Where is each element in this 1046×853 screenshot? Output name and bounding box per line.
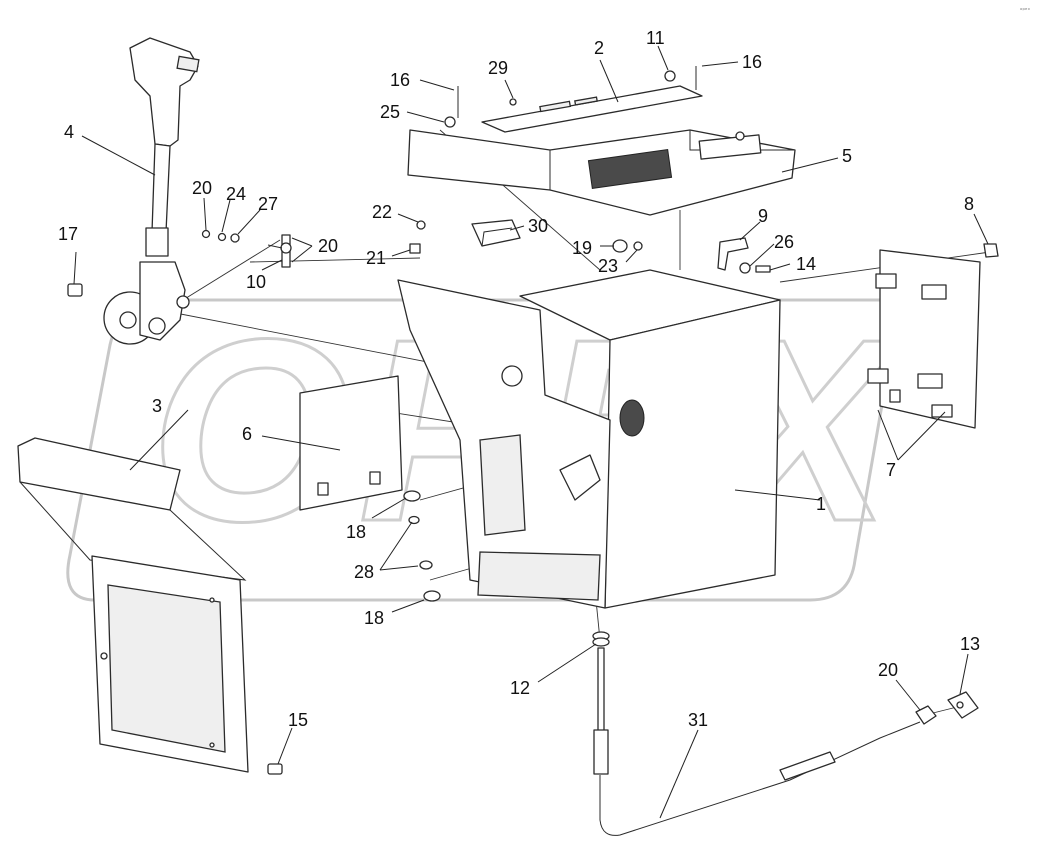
callout-15: 15 bbox=[288, 710, 308, 730]
callout-24: 24 bbox=[226, 184, 246, 204]
callout-20-cable: 20 bbox=[878, 660, 898, 680]
callout-14: 14 bbox=[796, 254, 816, 274]
cable-grommet bbox=[592, 631, 610, 647]
callout-13: 13 bbox=[960, 634, 980, 654]
washers-18-28 bbox=[403, 490, 441, 602]
upper-console-housing bbox=[407, 66, 796, 254]
callout-25: 25 bbox=[380, 102, 400, 122]
callout-23: 23 bbox=[598, 256, 618, 276]
leader-lines bbox=[73, 45, 989, 819]
callout-10: 10 bbox=[246, 272, 266, 292]
callout-16-right: 16 bbox=[742, 52, 762, 72]
lever-assembly bbox=[103, 37, 200, 345]
callout-6: 6 bbox=[242, 424, 252, 444]
side-panel bbox=[299, 375, 403, 511]
callout-22: 22 bbox=[372, 202, 392, 222]
screw-15 bbox=[267, 763, 283, 775]
callout-9: 9 bbox=[758, 206, 768, 226]
callout-1: 1 bbox=[816, 494, 826, 514]
screw-8 bbox=[983, 243, 999, 258]
pad-block bbox=[471, 219, 521, 247]
callout-18-lower: 18 bbox=[364, 608, 384, 628]
callout-4: 4 bbox=[64, 122, 74, 142]
callout-12: 12 bbox=[510, 678, 530, 698]
callout-28: 28 bbox=[354, 562, 374, 582]
callout-31: 31 bbox=[688, 710, 708, 730]
bracket-hardware bbox=[612, 237, 771, 274]
cable-end-fittings bbox=[915, 691, 979, 725]
top-cover-plate bbox=[481, 85, 703, 133]
callout-19: 19 bbox=[572, 238, 592, 258]
callout-27: 27 bbox=[258, 194, 278, 214]
callout-29: 29 bbox=[488, 58, 508, 78]
callout-20-pin: 20 bbox=[318, 236, 338, 256]
callout-16-left: 16 bbox=[390, 70, 410, 90]
front-cover bbox=[17, 437, 249, 773]
callout-30: 30 bbox=[528, 216, 548, 236]
lever-hardware bbox=[67, 229, 292, 297]
callout-17: 17 bbox=[58, 224, 78, 244]
callout-3: 3 bbox=[152, 396, 162, 416]
callout-5: 5 bbox=[842, 146, 852, 166]
callout-8: 8 bbox=[964, 194, 974, 214]
main-console-body bbox=[397, 269, 781, 609]
callout-numbers: 1 2 3 4 5 6 7 8 9 10 11 12 13 14 15 16 1… bbox=[58, 28, 980, 730]
callout-21: 21 bbox=[366, 248, 386, 268]
callout-20-lever: 20 bbox=[192, 178, 212, 198]
callout-2: 2 bbox=[594, 38, 604, 58]
callout-7: 7 bbox=[886, 460, 896, 480]
rear-panel bbox=[867, 249, 981, 429]
callout-26: 26 bbox=[774, 232, 794, 252]
callout-18-upper: 18 bbox=[346, 522, 366, 542]
control-cable bbox=[593, 647, 921, 836]
corner-mark: ᵒᵖᵉˣ bbox=[1020, 7, 1031, 14]
callout-11: 11 bbox=[646, 28, 665, 48]
